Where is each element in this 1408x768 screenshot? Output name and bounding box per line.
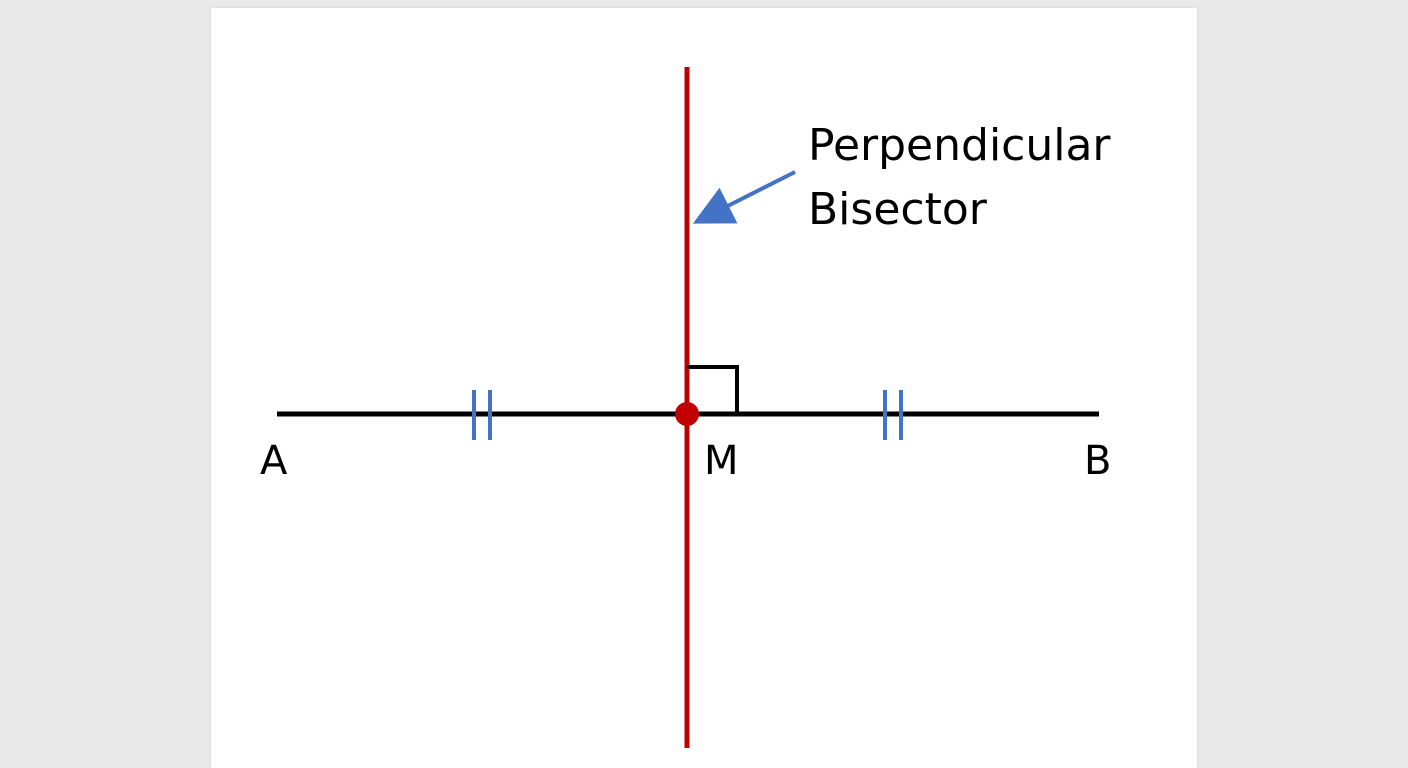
right-angle-marker (687, 365, 739, 414)
label-a: A (260, 438, 288, 484)
callout-line-2: Bisector (808, 184, 988, 235)
callout-arrow (692, 170, 796, 224)
label-b: B (1084, 438, 1111, 484)
slide-page (211, 8, 1197, 768)
callout-line-1: Perpendicular (808, 120, 1111, 171)
label-m: M (704, 438, 739, 484)
tick-marks-right (883, 390, 903, 440)
midpoint-dot (675, 402, 699, 426)
tick-marks-left (472, 390, 492, 440)
